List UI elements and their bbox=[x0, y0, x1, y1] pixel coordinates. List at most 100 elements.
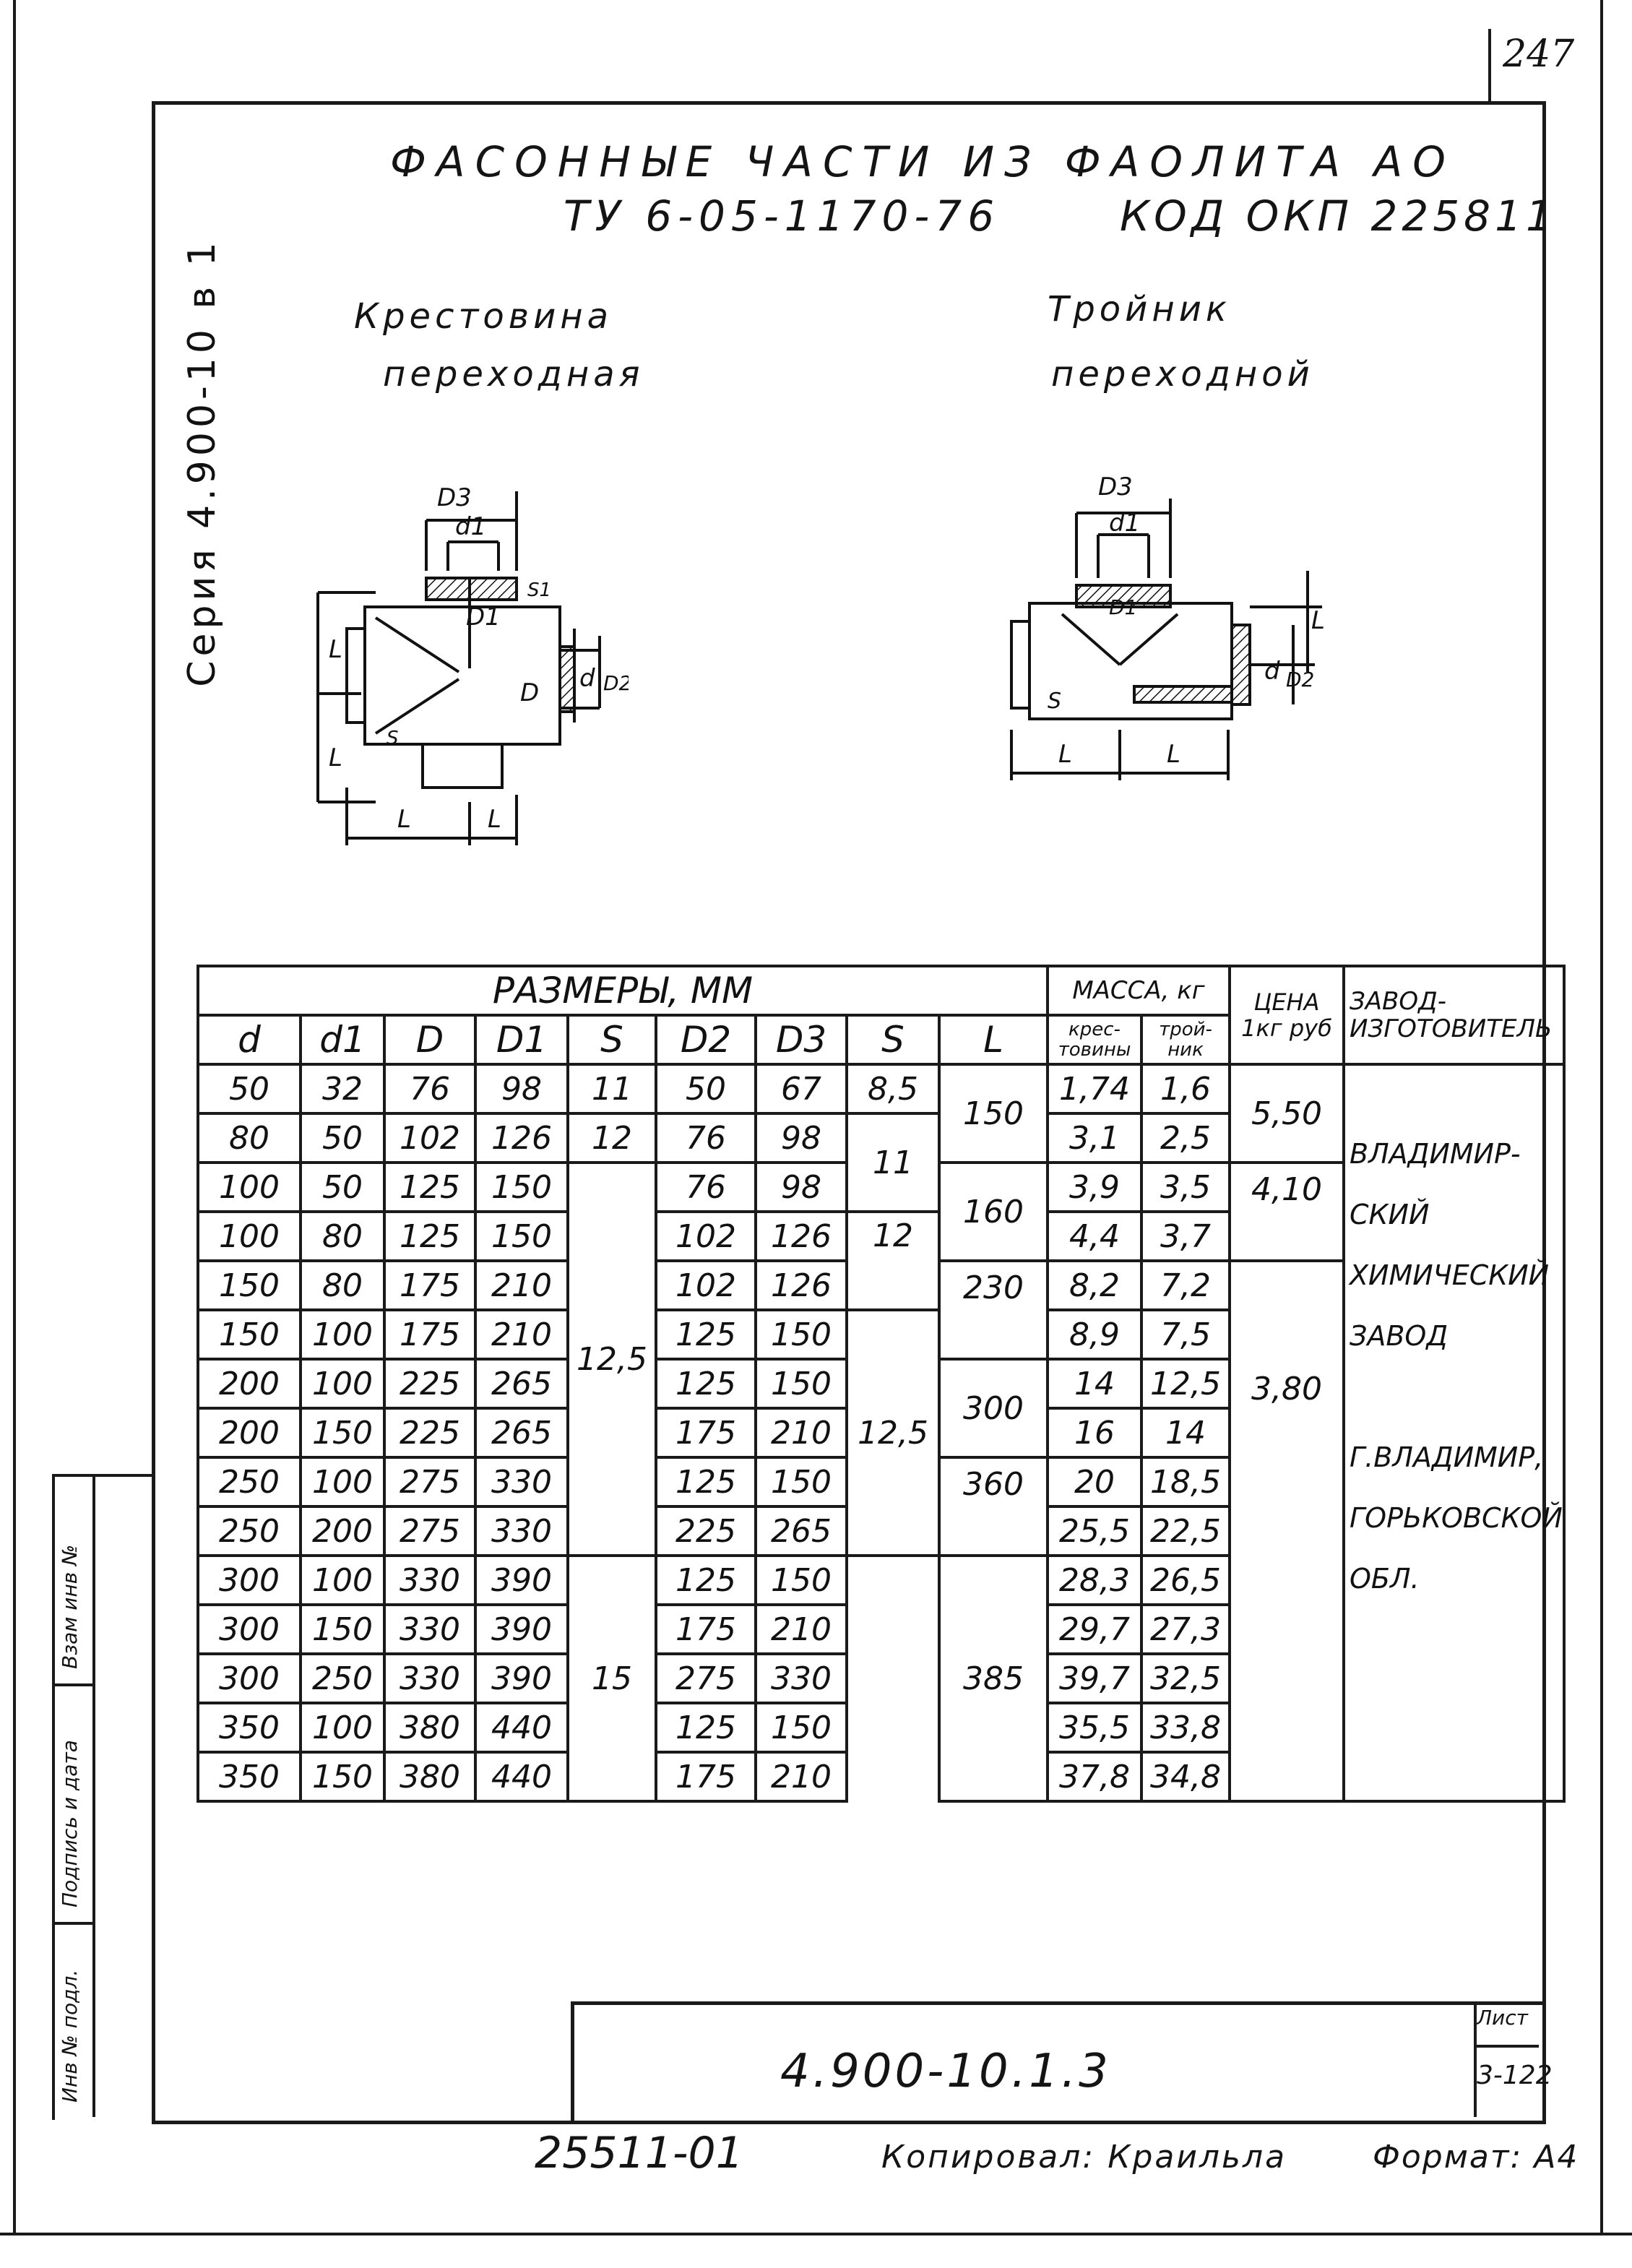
cell-D2: 175 bbox=[655, 1751, 757, 1803]
col-D2: D2 bbox=[655, 1014, 757, 1066]
cell-D: 175 bbox=[383, 1259, 477, 1311]
tee-label-S: S bbox=[1048, 689, 1061, 714]
cell-D1: 98 bbox=[474, 1063, 569, 1115]
cell-D1: 210 bbox=[474, 1259, 569, 1311]
cell-L: 160 bbox=[938, 1161, 1049, 1262]
bottom-number: 25511-01 bbox=[535, 2128, 743, 2178]
cell-D3: 210 bbox=[754, 1751, 848, 1803]
page-border-right bbox=[1600, 0, 1603, 2235]
cell-D1: 265 bbox=[474, 1358, 569, 1410]
side-stamp-column bbox=[92, 1474, 95, 2117]
cell-d1: 150 bbox=[299, 1603, 386, 1655]
cell-D: 76 bbox=[383, 1063, 477, 1115]
title-tu: ТУ 6-05-1170-76 bbox=[564, 191, 1001, 241]
cell-S1: 12 bbox=[566, 1112, 657, 1164]
table-row: 250 200 275 330 225 265 25,5 22,5 bbox=[197, 1505, 1564, 1557]
cell-D2: 225 bbox=[655, 1505, 757, 1557]
cell-mass-cross: 39,7 bbox=[1046, 1652, 1143, 1704]
tee-caption-2: переходной bbox=[1051, 354, 1314, 394]
cell-L: 150 bbox=[938, 1063, 1049, 1164]
cell-price: 3,80 bbox=[1228, 1259, 1345, 1803]
cell-d1: 50 bbox=[299, 1161, 386, 1213]
tee-label-L-3: L bbox=[1311, 606, 1325, 635]
tee-label-L-2: L bbox=[1167, 740, 1180, 769]
cell-mass-tee: 3,5 bbox=[1140, 1161, 1231, 1213]
table-row: 100 80 125 150 102 126 12 4,4 3,7 bbox=[197, 1210, 1564, 1311]
table-row: 80 50 102 126 12 76 98 11 3,1 2,5 bbox=[197, 1112, 1564, 1213]
header-factory: ЗАВОД-ИЗГОТОВИТЕЛЬ bbox=[1342, 965, 1566, 1066]
tee-label-D1: D1 bbox=[1109, 595, 1137, 619]
cell-D2: 76 bbox=[655, 1112, 757, 1164]
cell-price: 5,50 bbox=[1228, 1063, 1345, 1164]
col-mass-tee: трой-ник bbox=[1140, 1014, 1231, 1066]
cell-D: 380 bbox=[383, 1751, 477, 1803]
cell-D1: 440 bbox=[474, 1702, 569, 1754]
cell-mass-cross: 4,4 bbox=[1046, 1210, 1143, 1262]
cell-D: 102 bbox=[383, 1112, 477, 1164]
cell-D1: 390 bbox=[474, 1554, 569, 1606]
cell-D3: 210 bbox=[754, 1407, 848, 1459]
tee-caption-1: Тройник bbox=[1048, 289, 1231, 329]
side-stamp-divider bbox=[52, 1922, 92, 1925]
page-number-divider bbox=[1488, 29, 1491, 101]
cell-D2: 102 bbox=[655, 1259, 757, 1311]
title-line1: ФАСОННЫЕ ЧАСТИ ИЗ ФАОЛИТА АО bbox=[390, 137, 1456, 186]
cell-D1: 330 bbox=[474, 1505, 569, 1557]
page-number: 247 bbox=[1503, 33, 1575, 76]
cell-D: 330 bbox=[383, 1603, 477, 1655]
cell-D3: 98 bbox=[754, 1112, 848, 1164]
cell-D: 275 bbox=[383, 1456, 477, 1508]
dimensions-table: РАЗМЕРЫ, ММ МАССА, кг ЦЕНА 1кг руб ЗАВОД… bbox=[197, 965, 1566, 1803]
table-row: 300 100 330 390 15 125 150 385 28,3 26,5 bbox=[197, 1554, 1564, 1803]
cell-mass-tee: 22,5 bbox=[1140, 1505, 1231, 1557]
cell-S2: 12 bbox=[845, 1210, 941, 1311]
cell-D2: 125 bbox=[655, 1358, 757, 1410]
cell-S2: 11 bbox=[845, 1112, 941, 1213]
cell-d1: 200 bbox=[299, 1505, 386, 1557]
cell-d1: 32 bbox=[299, 1063, 386, 1115]
table-row: 150 80 175 210 102 126 230 8,2 7,2 3,80 bbox=[197, 1259, 1564, 1803]
cross-label-L-4: L bbox=[488, 805, 501, 834]
table-row: 300 250 330 390 275 330 39,7 32,5 bbox=[197, 1652, 1564, 1704]
cross-caption-2: переходная bbox=[383, 354, 644, 394]
cell-mass-cross: 1,74 bbox=[1046, 1063, 1143, 1115]
cell-D2: 125 bbox=[655, 1456, 757, 1508]
cell-D1: 390 bbox=[474, 1652, 569, 1704]
cell-mass-cross: 35,5 bbox=[1046, 1702, 1143, 1754]
cell-D2: 275 bbox=[655, 1652, 757, 1704]
cell-D: 330 bbox=[383, 1652, 477, 1704]
cell-D1: 265 bbox=[474, 1407, 569, 1459]
factory-line: ГОРЬКОВСКОЙ bbox=[1350, 1502, 1563, 1534]
tee-label-d: d bbox=[1264, 657, 1280, 686]
cell-factory: ВЛАДИМИР- СКИЙ ХИМИЧЕСКИЙ ЗАВОД Г.ВЛАДИМ… bbox=[1342, 1063, 1566, 1803]
cell-mass-tee: 12,5 bbox=[1140, 1358, 1231, 1410]
cell-mass-cross: 3,9 bbox=[1046, 1161, 1143, 1213]
cell-D2: 125 bbox=[655, 1308, 757, 1361]
cell-mass-tee: 27,3 bbox=[1140, 1603, 1231, 1655]
cell-mass-cross: 8,2 bbox=[1046, 1259, 1143, 1311]
cell-mass-cross: 37,8 bbox=[1046, 1751, 1143, 1803]
cell-D2: 175 bbox=[655, 1407, 757, 1459]
tee-label-D3: D3 bbox=[1098, 473, 1133, 501]
col-S1: S bbox=[566, 1014, 657, 1066]
page-border-bottom bbox=[0, 2233, 1632, 2235]
factory-line: СКИЙ bbox=[1350, 1199, 1430, 1230]
cell-D3: 150 bbox=[754, 1358, 848, 1410]
cell-D2: 125 bbox=[655, 1702, 757, 1754]
cell-S1: 15 bbox=[566, 1554, 657, 1803]
cross-label-S: S bbox=[387, 728, 399, 749]
cell-D: 225 bbox=[383, 1407, 477, 1459]
cell-S2: 8,5 bbox=[845, 1063, 941, 1115]
cell-d1: 50 bbox=[299, 1112, 386, 1164]
cell-mass-tee: 3,7 bbox=[1140, 1210, 1231, 1262]
side-stamp-divider bbox=[52, 1683, 92, 1686]
document-code: 4.900-10.1.3 bbox=[780, 2045, 1111, 2098]
cross-drawing: D3 d1 D1 S1 L L D d D2 S L L bbox=[316, 483, 629, 845]
cell-d: 80 bbox=[197, 1112, 302, 1164]
factory-line: ЗАВОД bbox=[1350, 1320, 1448, 1352]
cell-S2-empty bbox=[845, 1554, 941, 1801]
factory-line: ВЛАДИМИР- bbox=[1350, 1138, 1521, 1170]
cell-D: 330 bbox=[383, 1554, 477, 1606]
title-okp: КОД ОКП 225811 bbox=[1120, 191, 1557, 241]
cell-D1: 210 bbox=[474, 1308, 569, 1361]
